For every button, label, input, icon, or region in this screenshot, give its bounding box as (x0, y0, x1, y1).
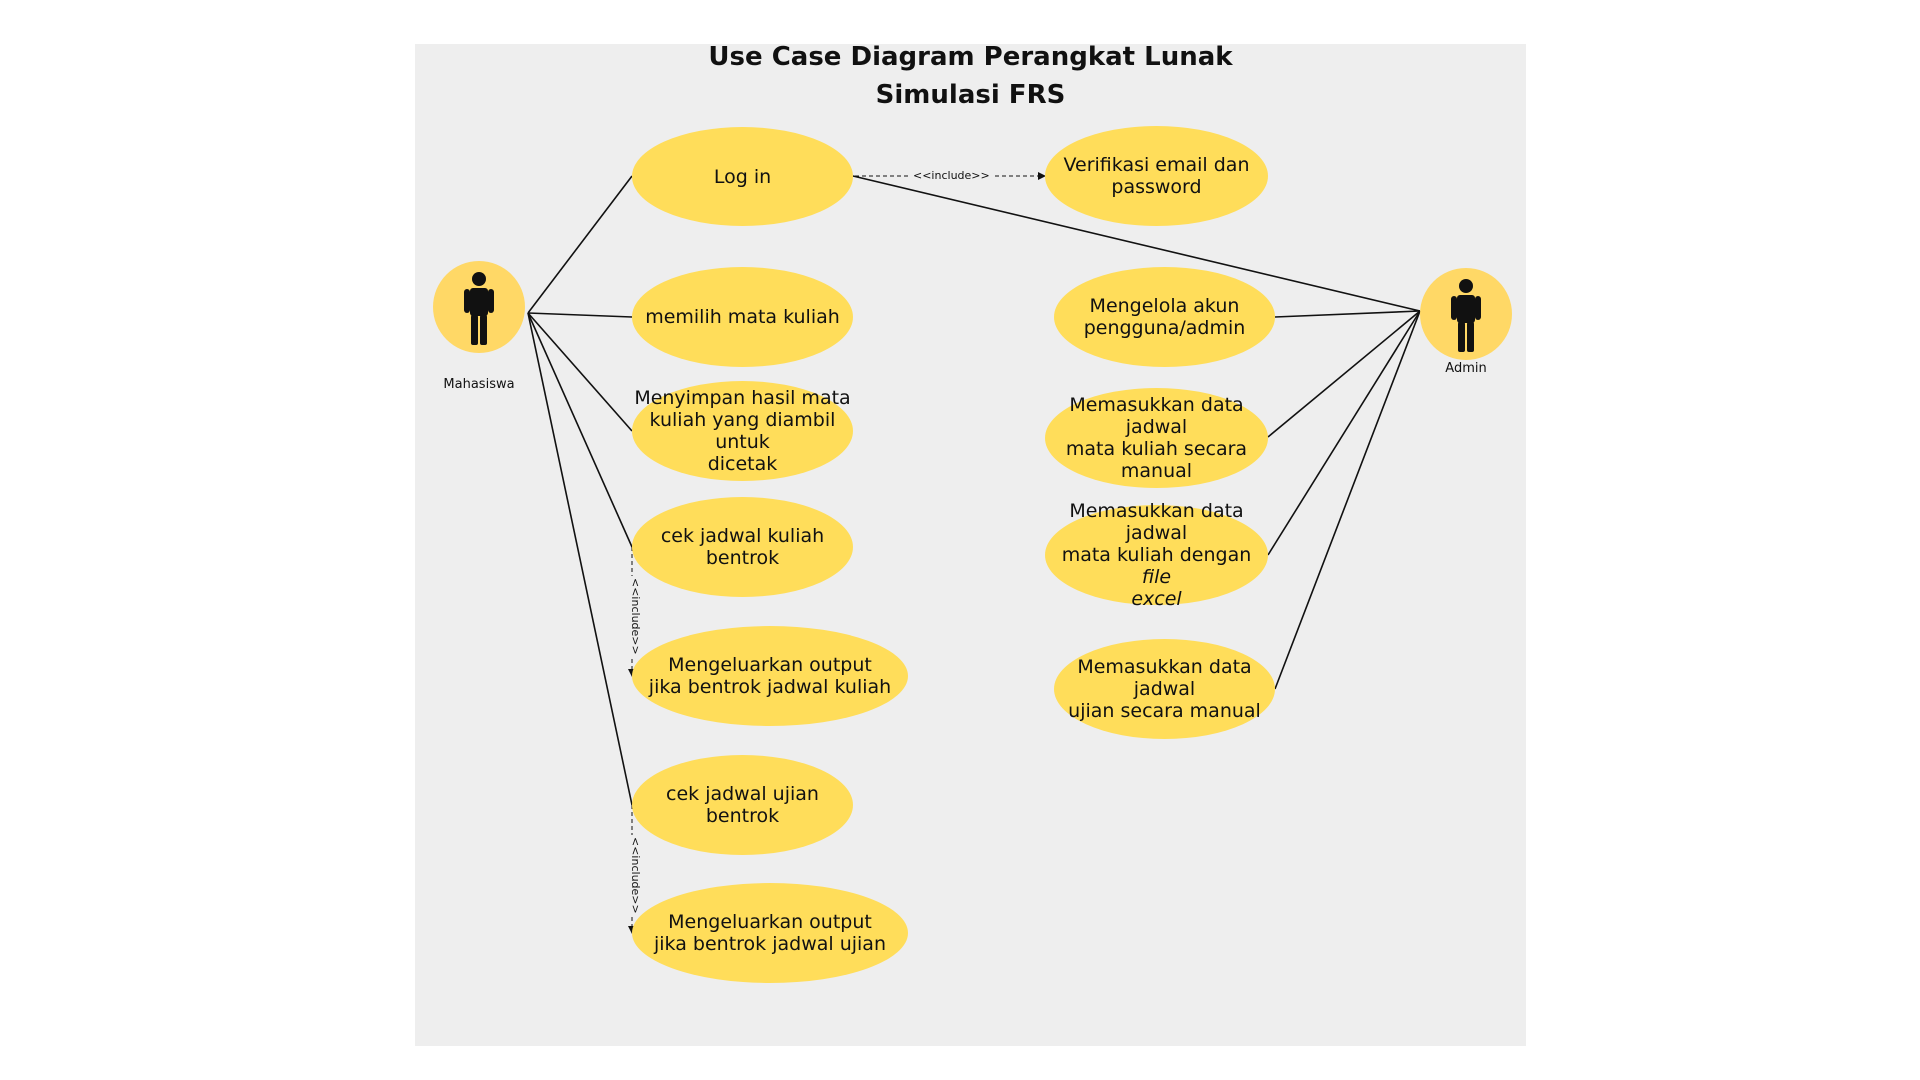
usecase-check-exam-clash: cek jadwal ujian bentrok (632, 755, 853, 855)
assoc-admin-input-manual (1267, 310, 1421, 438)
actor-mahasiswa (433, 261, 525, 353)
usecase-input-course-excel: Memasukkan data jadwal mata kuliah denga… (1045, 500, 1268, 610)
diagram-title-line1: Use Case Diagram Perangkat Lunak (708, 42, 1233, 72)
usecase-manage-accounts: Mengelola akun pengguna/admin (1054, 267, 1275, 367)
include-label-kuliah: <<include>> (629, 576, 642, 657)
assoc-admin-manage (1274, 310, 1421, 318)
assoc-admin-login (852, 175, 1421, 312)
actor-admin (1420, 268, 1512, 360)
usecase-input-course-manual: Memasukkan data jadwal mata kuliah secar… (1045, 388, 1268, 488)
person-icon (464, 272, 494, 345)
assoc-mahasiswa-login (527, 175, 633, 314)
include-label-login: <<include>> (910, 169, 993, 182)
assoc-mahasiswa-choose (527, 312, 633, 318)
actor-label-admin: Admin (1445, 361, 1487, 376)
assoc-admin-input-ujian (1274, 310, 1421, 690)
usecase-login: Log in (632, 127, 853, 226)
diagram-panel (415, 44, 1526, 1046)
usecase-input-exam-manual: Memasukkan data jadwal ujian secara manu… (1054, 639, 1275, 739)
assoc-mahasiswa-cek-kuliah (527, 312, 633, 548)
include-label-ujian: <<include>> (629, 835, 642, 916)
usecase-output-exam-clash: Mengeluarkan output jika bentrok jadwal … (632, 883, 908, 983)
actor-label-mahasiswa: Mahasiswa (443, 377, 515, 392)
diagram-title-line2: Simulasi FRS (875, 80, 1066, 110)
assoc-mahasiswa-save (527, 312, 633, 432)
assoc-mahasiswa-cek-ujian (527, 312, 633, 806)
person-icon (1451, 279, 1481, 352)
usecase-output-course-clash: Mengeluarkan output jika bentrok jadwal … (632, 626, 908, 726)
usecase-choose-course: memilih mata kuliah (632, 267, 853, 367)
usecase-save-result: Menyimpan hasil mata kuliah yang diambil… (632, 381, 853, 481)
assoc-admin-input-excel (1267, 310, 1421, 556)
usecase-check-course-clash: cek jadwal kuliah bentrok (632, 497, 853, 597)
usecase-verify-credentials: Verifikasi email dan password (1045, 126, 1268, 226)
